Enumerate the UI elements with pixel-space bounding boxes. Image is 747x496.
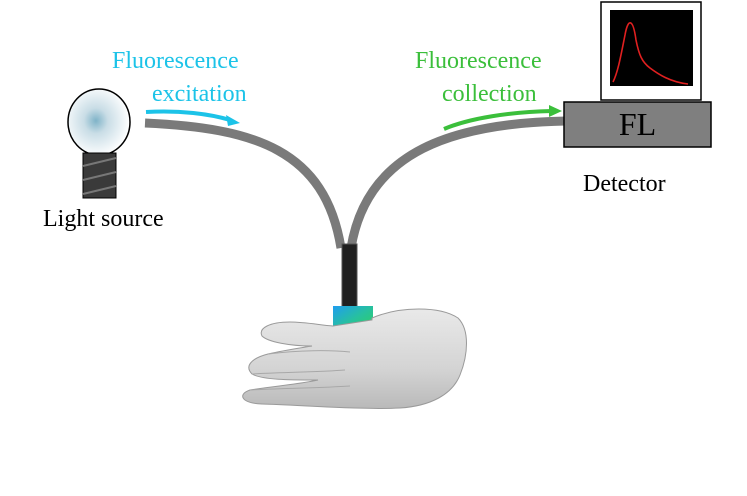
excitation-label-line1: Fluorescence: [112, 48, 239, 74]
fiber-probe-icon: [333, 243, 373, 332]
excitation-arrow-icon: [145, 109, 240, 126]
detector-label: Detector: [583, 171, 666, 197]
optical-fiber-bundle: [144, 116, 567, 249]
collection-label-line2: collection: [442, 81, 537, 107]
light-source-label: Light source: [43, 206, 164, 232]
spectrum-monitor-icon: [600, 1, 702, 101]
detector-box: [563, 101, 712, 148]
collection-label-line1: Fluorescence: [415, 48, 542, 74]
excitation-label-line2: excitation: [152, 81, 247, 107]
hand-illustration: [242, 308, 467, 409]
collection-arrow-icon: [443, 105, 562, 131]
detector-box-label: FL: [618, 106, 657, 142]
light-bulb-icon: [67, 88, 131, 199]
